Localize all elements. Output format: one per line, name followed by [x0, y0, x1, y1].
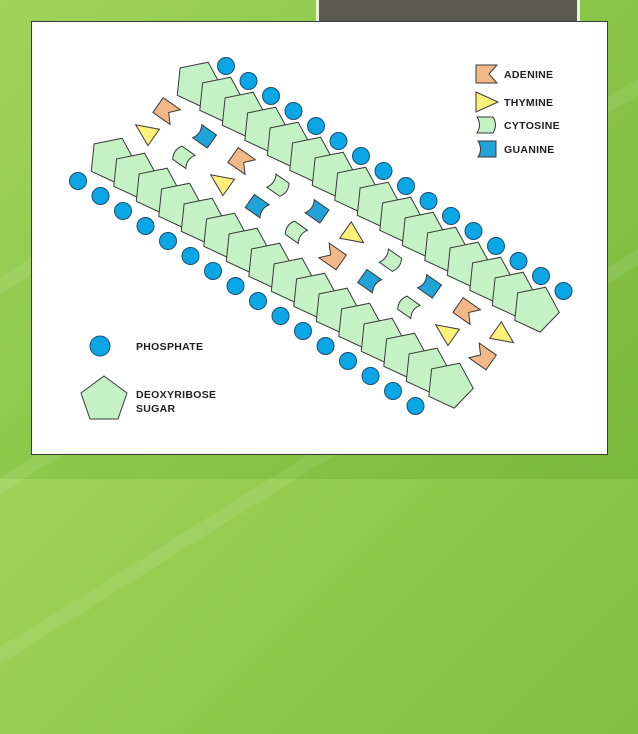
phosphate: [226, 277, 245, 295]
legend-item-thymine: THYMINE: [475, 91, 553, 113]
legend-label-phosphate: PHOSPHATE: [136, 341, 203, 353]
legend-label-cytosine: CYTOSINE: [504, 120, 560, 132]
phosphate: [464, 222, 483, 240]
legend: ADENINE THYMINE CYTOSINE GUANINE PHOSPHA…: [80, 64, 560, 420]
adenine-base: [468, 342, 497, 371]
cytosine-base: [378, 248, 405, 274]
phosphate: [159, 232, 177, 250]
legend-item-sugar: DEOXYRIBOSE SUGAR: [80, 375, 216, 420]
phosphate: [239, 72, 258, 90]
phosphate: [442, 207, 460, 225]
phosphate: [204, 262, 222, 280]
legend-label-guanine: GUANINE: [504, 144, 555, 156]
phosphate: [284, 102, 303, 120]
phosphate: [532, 267, 550, 285]
phosphate: [262, 87, 280, 105]
guanine-base: [357, 268, 383, 294]
phosphate-icon: [89, 335, 111, 357]
thymine-base: [339, 221, 370, 252]
thymine-base: [129, 116, 160, 147]
cytosine-base: [395, 294, 421, 319]
phosphate: [419, 192, 438, 210]
legend-label-thymine: THYMINE: [504, 97, 553, 109]
guanine-icon: [477, 140, 497, 158]
phosphate: [352, 147, 370, 165]
phosphate: [397, 177, 415, 195]
dna-diagram: ADENINE THYMINE CYTOSINE GUANINE PHOSPHA…: [69, 52, 573, 420]
slide-content: ADENINE THYMINE CYTOSINE GUANINE PHOSPHA…: [31, 21, 608, 455]
guanine-base: [244, 193, 270, 219]
legend-item-phosphate: PHOSPHATE: [89, 335, 203, 357]
pentagon-icon: [80, 375, 128, 420]
cytosine-base: [170, 144, 196, 169]
phosphate: [249, 292, 267, 310]
guanine-base: [192, 124, 218, 149]
legend-item-adenine: ADENINE: [475, 64, 553, 84]
adenine-icon: [475, 64, 498, 84]
cytosine-base: [266, 173, 292, 199]
phosphate: [69, 172, 87, 190]
phosphate: [114, 202, 132, 220]
legend-label-adenine: ADENINE: [504, 69, 553, 81]
phosphate: [339, 352, 357, 370]
adenine-base: [227, 147, 256, 175]
phosphate: [361, 367, 380, 385]
adenine-base: [318, 242, 347, 271]
phosphate: [136, 217, 155, 235]
cytosine-icon: [476, 116, 496, 134]
legend-label-sugar-line2: SUGAR: [136, 403, 176, 415]
thymine-icon: [475, 91, 499, 113]
phosphate: [509, 252, 528, 270]
phosphate: [316, 337, 335, 355]
dna-ladder: [69, 52, 573, 415]
adenine-base: [452, 297, 481, 325]
phosphate: [384, 382, 402, 400]
phosphate: [329, 132, 348, 150]
legend-item-cytosine: CYTOSINE: [476, 116, 560, 134]
thymine-base: [204, 166, 235, 197]
phosphate: [294, 322, 312, 340]
guanine-base: [417, 274, 443, 299]
phosphate: [307, 117, 325, 135]
legend-item-guanine: GUANINE: [477, 140, 555, 158]
phosphate: [554, 282, 573, 300]
legend-label-sugar-line1: DEOXYRIBOSE: [136, 389, 216, 401]
cytosine-base: [282, 219, 308, 244]
phosphate: [91, 187, 110, 205]
phosphate: [217, 57, 235, 75]
phosphate: [406, 397, 425, 415]
thymine-base: [489, 321, 520, 352]
phosphate: [374, 162, 393, 180]
adenine-base: [152, 97, 181, 125]
phosphate: [271, 307, 290, 325]
thymine-base: [429, 316, 460, 347]
phosphate: [487, 237, 505, 255]
guanine-base: [304, 199, 330, 224]
phosphate: [181, 247, 200, 265]
